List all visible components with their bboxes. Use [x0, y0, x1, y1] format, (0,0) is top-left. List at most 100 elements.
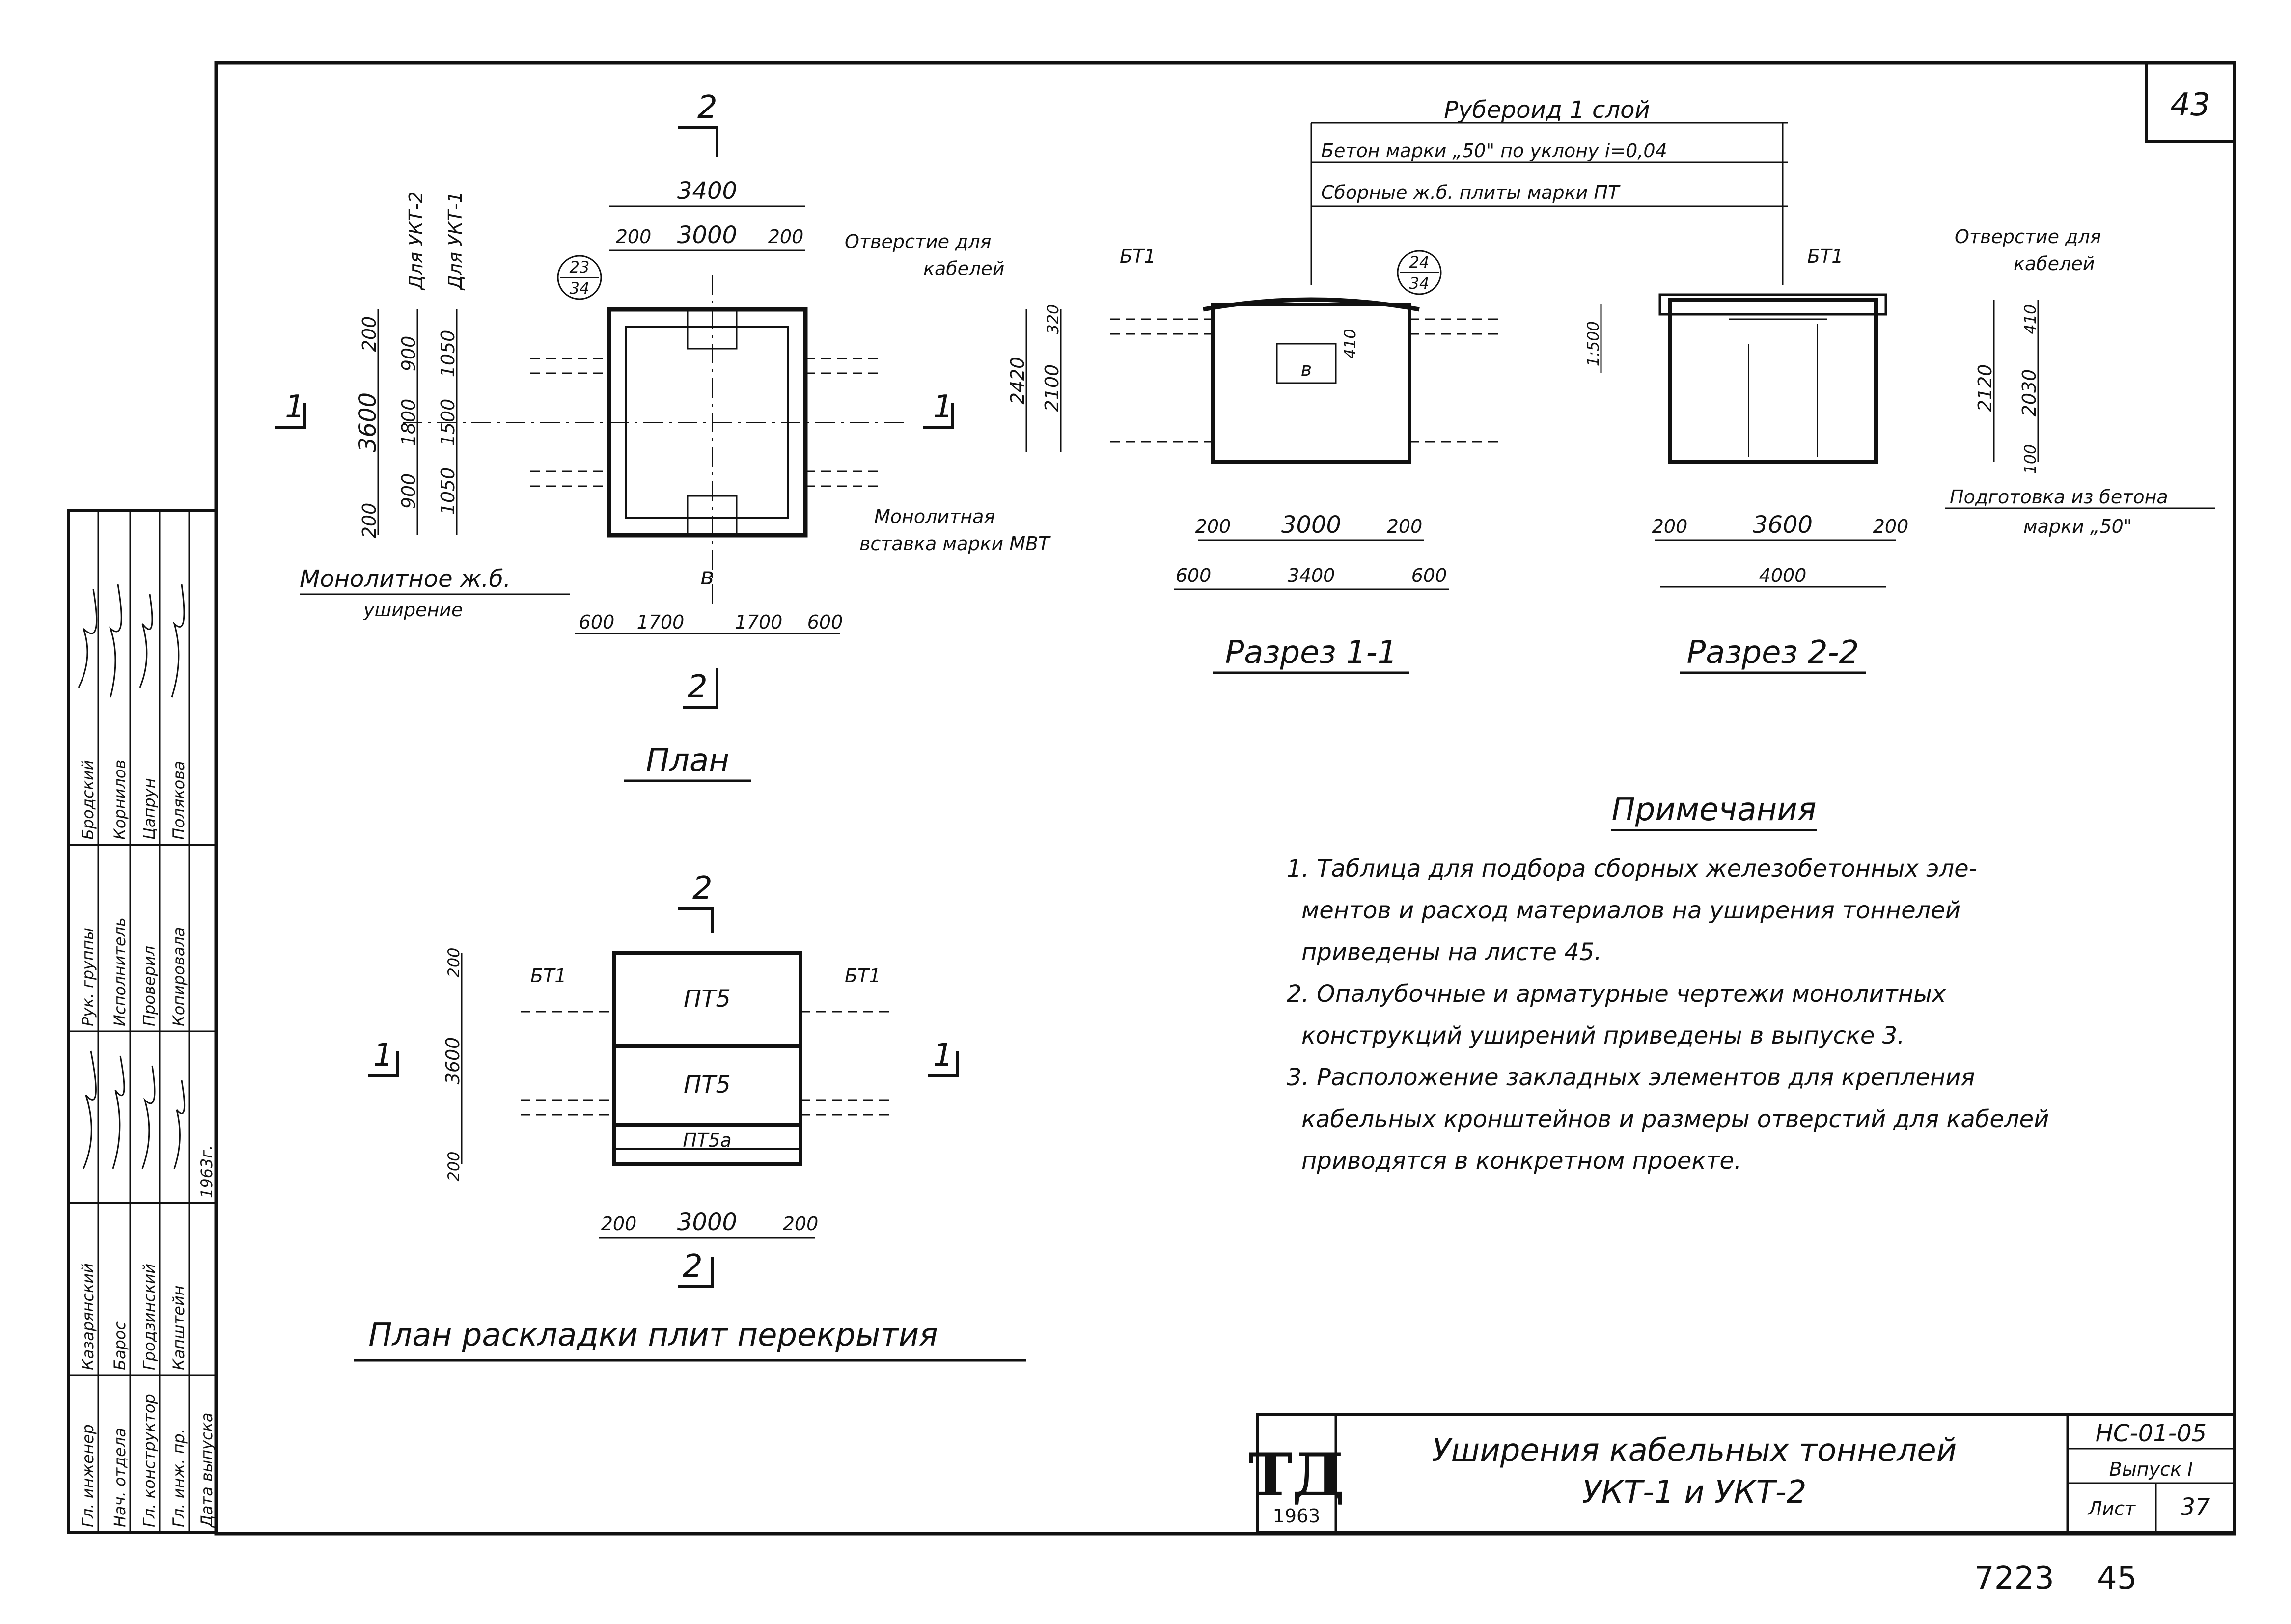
plan-note: Монолитное ж.б. [300, 565, 511, 593]
stamp-role: Проверил [140, 946, 159, 1026]
dim-label: 2030 [2018, 369, 2040, 417]
note-line: кабельных кронштейнов и размеры отверсти… [1301, 1105, 2049, 1133]
bottom-number: 7223 [1974, 1560, 2054, 1596]
signature [171, 584, 185, 698]
sheet-title: УКТ-1 и УКТ-2 [1582, 1474, 1807, 1511]
stamp-name: Гродзинский [140, 1264, 159, 1370]
signature [109, 584, 122, 698]
sheet-frame [214, 61, 2236, 1536]
left-stamp: Рук. группы Исполнитель Проверил Копиров… [67, 509, 218, 1534]
dim-label: 320 [1044, 304, 1062, 334]
dim-label: 2120 [1974, 364, 1996, 412]
sheet-title: Уширения кабельных тоннелей [1432, 1432, 1957, 1469]
section-label: БТ1 [1120, 246, 1156, 267]
section-label: БТ1 [1807, 246, 1843, 267]
note-line: приводятся в конкретном проекте. [1301, 1147, 1741, 1175]
dim-label: 200 [1387, 516, 1423, 537]
section-mark: 1 [933, 389, 953, 425]
dim-label: 1700 [637, 611, 685, 633]
stamp-name: Полякова [169, 761, 188, 840]
section-mark: 1 [373, 1037, 393, 1073]
section-title: Разрез 2-2 [1687, 634, 1859, 671]
dim-label: 2420 [1007, 357, 1028, 405]
plan-note: кабелей [923, 258, 1004, 279]
slab-plan-label: БТ1 [530, 965, 566, 987]
dim-label: 1800 [398, 399, 419, 446]
section-note: Подготовка из бетона [1950, 486, 2168, 508]
hole-letter: в [700, 563, 714, 590]
stamp-name: Цапрун [140, 778, 159, 840]
section-mark: 2 [688, 669, 708, 705]
dim-label: 600 [1176, 565, 1212, 586]
signature [112, 1055, 125, 1169]
stamp-role: Гл. инж. пр. [169, 1429, 188, 1527]
dim-label: 200 [783, 1213, 819, 1235]
dim-label: 3600 [354, 392, 382, 452]
dim-label: 410 [1341, 329, 1359, 358]
dim-label: 200 [1195, 516, 1231, 537]
layer-label: Бетон марки „50" по уклону i=0,04 [1321, 140, 1667, 162]
section-note: кабелей [2014, 253, 2095, 275]
doc-code: НС-01-05 [2096, 1420, 2207, 1447]
dim-label: 1500 [437, 399, 459, 446]
stamp-role: Гл. конструктор [140, 1394, 159, 1527]
dim-label: 100 [2021, 444, 2040, 474]
section-mark: 2 [683, 1248, 703, 1285]
sheet-number: 37 [2180, 1493, 2210, 1521]
stamp-name: Корнилов [110, 760, 129, 840]
notes: Примечания 1. Таблица для подбора сборны… [1287, 792, 2049, 1175]
logo: ТД [1248, 1440, 1345, 1510]
dim-label: 200 [616, 226, 652, 248]
dim-label: 3000 [677, 221, 737, 249]
dim-label: 410 [2021, 304, 2040, 334]
signature [139, 594, 153, 688]
corner-number: 43 [2170, 87, 2210, 123]
note-line: ментов и расход материалов на уширения т… [1301, 897, 1960, 924]
plan-view: 2 2 1 1 3400 200 3000 200 200 3600 200 9… [275, 89, 1051, 782]
section-note: Отверстие для [1955, 226, 2101, 248]
stamp-role: Нач. отдела [110, 1428, 129, 1527]
slab-label: ПТ5 [684, 1071, 731, 1099]
dim-label: 1700 [735, 611, 783, 633]
signature [83, 1050, 97, 1169]
plan-label: Для УКТ-2 [405, 192, 427, 291]
stamp-name: Казарянский [79, 1263, 97, 1370]
note-line: приведены на листе 45. [1301, 938, 1602, 966]
stamp-role: Дата выпуска [197, 1412, 216, 1528]
dim-label: 2100 [1041, 364, 1063, 412]
dim-label: 3600 [1753, 511, 1813, 539]
stamp-role: Исполнитель [110, 917, 129, 1026]
year: 1963 [1273, 1505, 1321, 1527]
signature [78, 589, 98, 688]
section-1-1: БТ1 24 34 в 2420 320 2100 410 200 3000 2… [1007, 246, 1498, 674]
plan-note: Монолитная [874, 506, 995, 527]
note-line: конструкций уширений приведены в выпуске… [1301, 1022, 1905, 1049]
slab-plan-title: План раскладки плит перекрытия [368, 1317, 938, 1353]
stamp-role: Гл. инженер [79, 1424, 97, 1527]
dim-label: 3600 [442, 1037, 464, 1085]
callout-number: 24 [1409, 253, 1430, 272]
callout-number: 34 [570, 279, 590, 298]
dim-label: 3000 [1281, 511, 1341, 539]
stamp-role: Копировала [169, 927, 188, 1026]
dim-label: 600 [807, 611, 843, 633]
dim-label: 900 [398, 336, 419, 372]
dim-label: 1050 [437, 330, 459, 378]
dim-label: 200 [1652, 516, 1688, 537]
dim-label: 3000 [677, 1209, 737, 1236]
callout-number: 34 [1409, 274, 1430, 293]
dim-label: 200 [359, 316, 380, 352]
section-title: Разрез 1-1 [1225, 634, 1398, 671]
plan-note: Отверстие для [845, 231, 992, 252]
dim-label: 200 [1873, 516, 1909, 537]
plan-note: вставка марки МВТ [859, 533, 1051, 554]
section-note: марки „50" [2023, 516, 2132, 537]
section-mark: 1 [933, 1037, 953, 1073]
dim-label: 3400 [677, 177, 737, 205]
note-line: 3. Расположение закладных элементов для … [1287, 1064, 1975, 1091]
signature [141, 1065, 156, 1169]
dim-label: 1050 [437, 468, 459, 515]
stamp-role: Рук. группы [79, 928, 97, 1026]
issue: Выпуск I [2109, 1459, 2193, 1480]
notes-heading: Примечания [1612, 792, 1817, 828]
